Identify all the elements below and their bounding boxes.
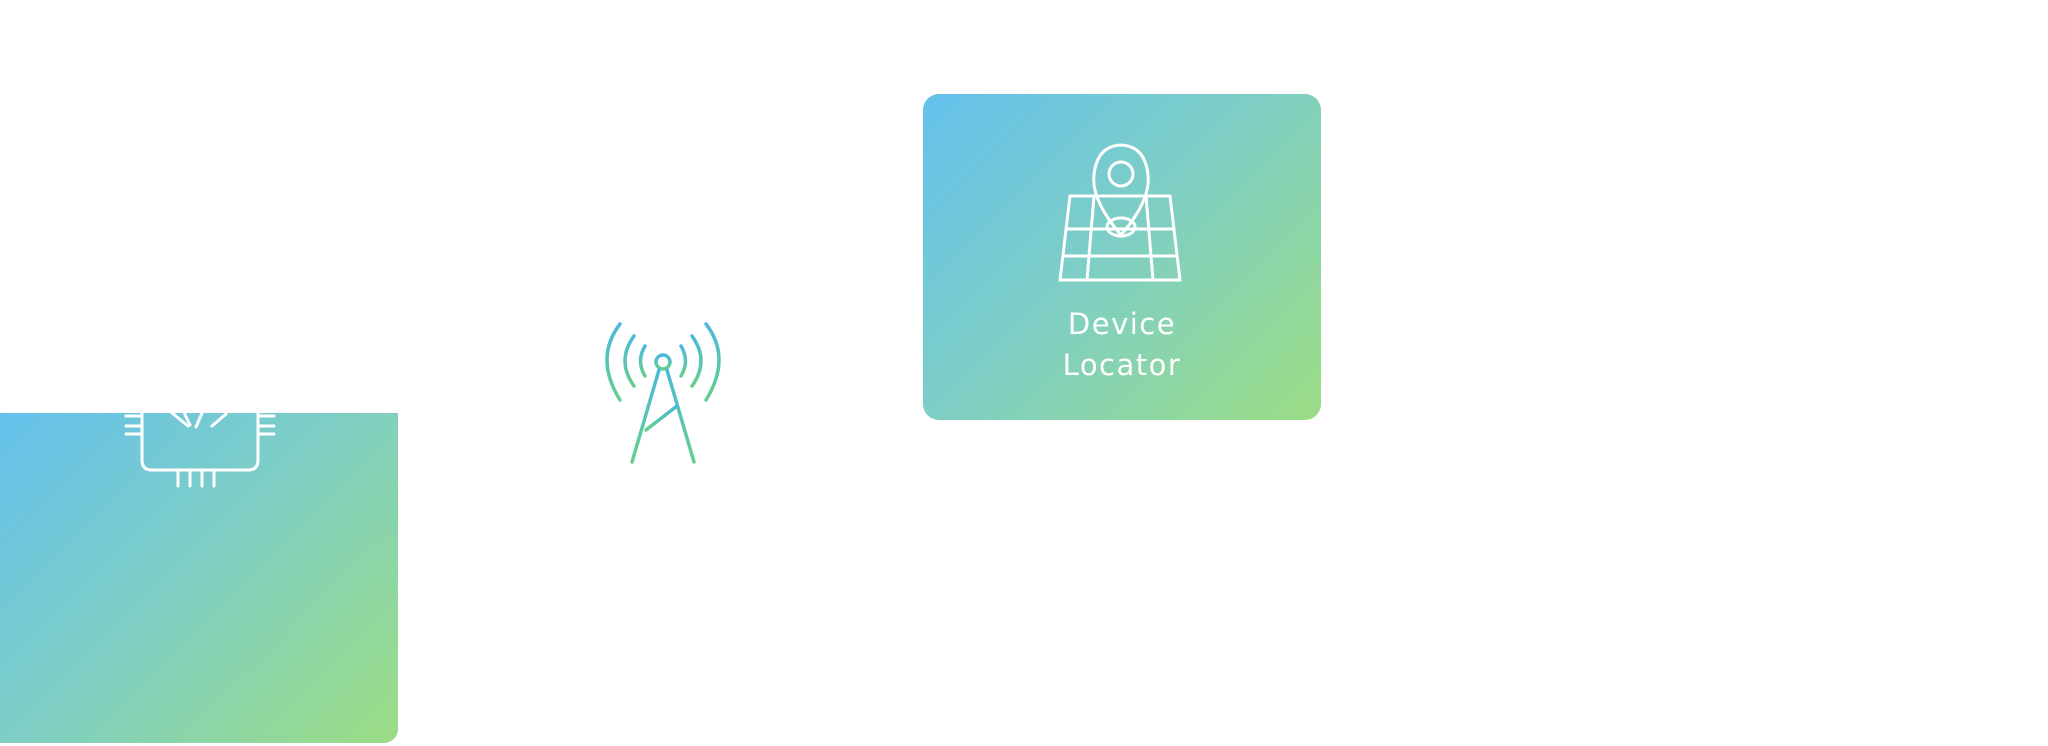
device-locator-label: Device Locator	[923, 304, 1321, 386]
map-pin-icon	[1058, 143, 1182, 282]
device-locator-label-line2: Locator	[1062, 348, 1182, 382]
signal-tower-icon[interactable]	[596, 318, 730, 468]
chip-card[interactable]	[0, 413, 398, 743]
chip-icon	[124, 413, 276, 488]
device-locator-label-line1: Device	[1067, 307, 1177, 341]
